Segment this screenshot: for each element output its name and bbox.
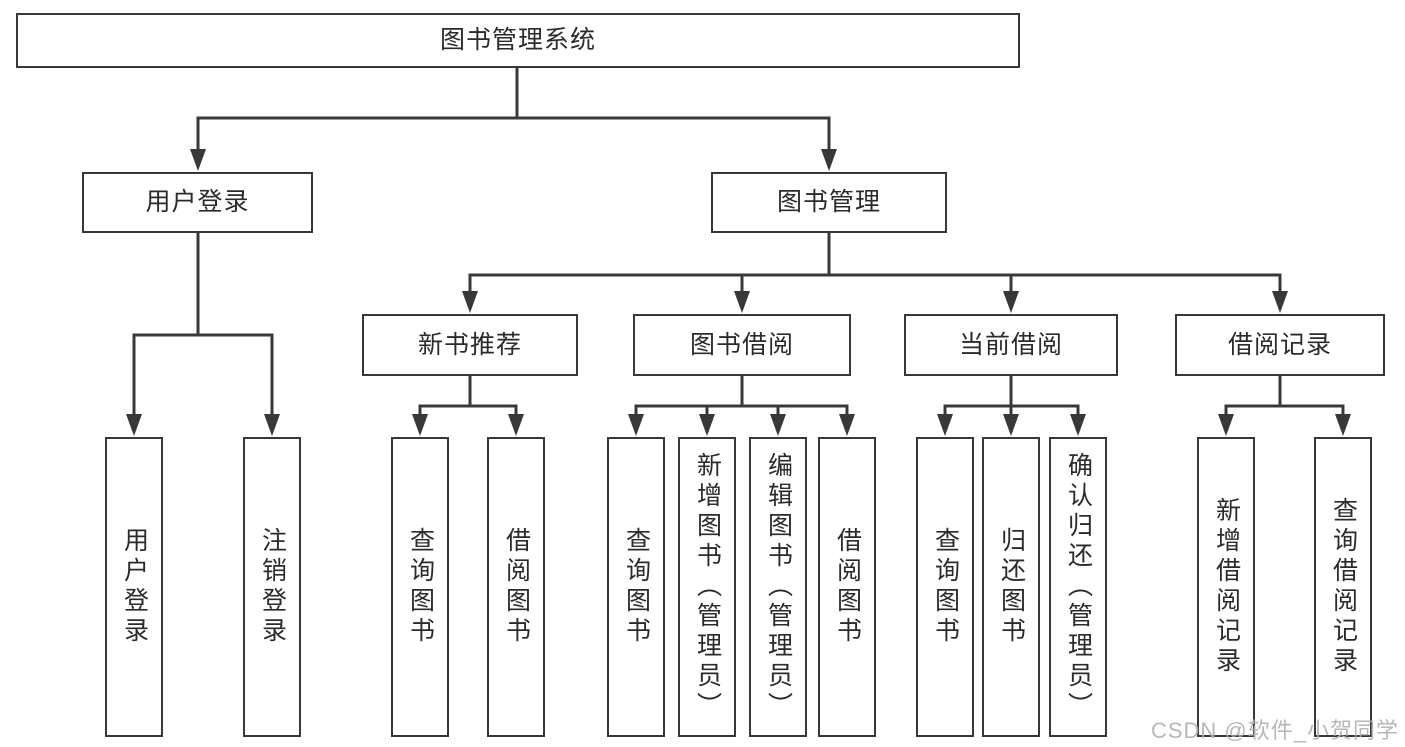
leaf-query-books-current: 查询图书 xyxy=(916,437,974,737)
leaf-add-books-admin: 新增图书（管理员） xyxy=(678,437,736,737)
node-label: 查询图书 xyxy=(931,527,960,647)
node-label: 借阅记录 xyxy=(1227,330,1332,359)
connector-new-book-branch xyxy=(412,375,524,436)
node-label: 新增图书（管理员） xyxy=(693,452,722,722)
node-label: 新书推荐 xyxy=(417,330,522,359)
node-label: 查询借阅记录 xyxy=(1329,497,1358,677)
node-current-borrow: 当前借阅 xyxy=(904,314,1118,376)
connector-user-login-branch xyxy=(126,232,280,436)
connector-borrow-records-branch xyxy=(1218,375,1351,436)
node-label: 借阅图书 xyxy=(502,527,531,647)
node-label: 确认归还（管理员） xyxy=(1064,452,1093,722)
node-label: 用户登录 xyxy=(120,527,149,647)
node-label: 归还图书 xyxy=(997,527,1026,647)
leaf-confirm-return-admin: 确认归还（管理员） xyxy=(1049,437,1107,737)
leaf-edit-books-admin: 编辑图书（管理员） xyxy=(749,437,807,737)
node-label: 图书管理系统 xyxy=(439,26,596,54)
connector-root-to-level2 xyxy=(190,68,837,171)
leaf-add-borrow-record: 新增借阅记录 xyxy=(1197,437,1255,737)
connector-book-borrow-branch xyxy=(628,375,855,436)
connector-current-borrow-branch xyxy=(937,375,1086,436)
node-label: 查询图书 xyxy=(622,527,651,647)
node-new-book-recommend: 新书推荐 xyxy=(362,314,578,376)
leaf-user-login: 用户登录 xyxy=(105,437,163,737)
leaf-logout: 注销登录 xyxy=(243,437,301,737)
leaf-query-books-borrow: 查询图书 xyxy=(607,437,665,737)
node-borrow-records: 借阅记录 xyxy=(1175,314,1385,376)
node-book-management: 图书管理 xyxy=(711,172,947,233)
leaf-query-books-recommend: 查询图书 xyxy=(391,437,449,737)
node-label: 新增借阅记录 xyxy=(1212,497,1241,677)
node-label: 用户登录 xyxy=(145,188,250,216)
node-book-borrow: 图书借阅 xyxy=(633,314,851,376)
csdn-watermark: CSDN @软件_小贺同学 xyxy=(1150,718,1399,743)
node-label: 图书管理 xyxy=(776,188,881,216)
node-user-login: 用户登录 xyxy=(82,172,313,233)
connector-book-management-branch xyxy=(462,232,1288,313)
node-label: 图书借阅 xyxy=(689,330,794,359)
leaf-borrow-books-recommend: 借阅图书 xyxy=(487,437,545,737)
node-label: 查询图书 xyxy=(406,527,435,647)
leaf-return-books: 归还图书 xyxy=(982,437,1040,737)
node-label: 借阅图书 xyxy=(833,527,862,647)
node-label: 注销登录 xyxy=(258,527,287,647)
leaf-query-borrow-record: 查询借阅记录 xyxy=(1314,437,1372,737)
node-label: 当前借阅 xyxy=(958,330,1063,359)
leaf-borrow-books: 借阅图书 xyxy=(818,437,876,737)
node-library-management-system: 图书管理系统 xyxy=(16,13,1020,68)
node-label: 编辑图书（管理员） xyxy=(764,452,793,722)
